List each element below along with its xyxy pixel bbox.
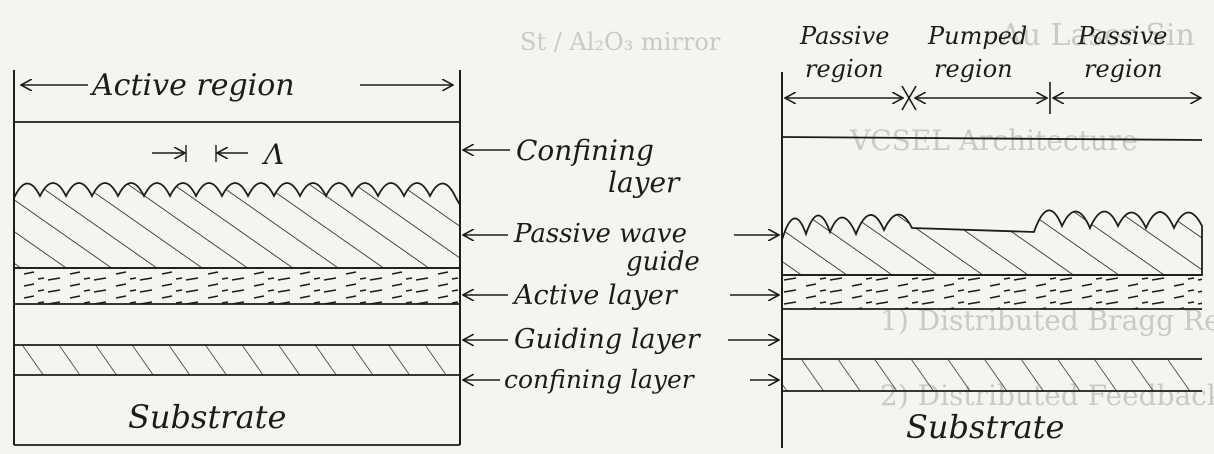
passive-region-left-line2: region <box>805 55 884 83</box>
confining-layer-bottom-label: confining layer <box>504 365 696 394</box>
right-active-layer-band <box>782 275 1202 309</box>
sectioned-grating <box>781 209 1203 276</box>
right-substrate-label: Substrate <box>906 408 1064 446</box>
period-marker: Λ <box>152 138 284 171</box>
confining-layer-band <box>14 345 460 375</box>
pumped-region-line1: Pumped <box>927 22 1027 50</box>
active-layer-label: Active layer <box>511 280 679 311</box>
passive-waveguide-line1: Passive wave <box>513 219 687 249</box>
left-substrate-label: Substrate <box>128 398 286 436</box>
left-structure <box>13 70 461 446</box>
passive-region-right-line1: Passive <box>1077 22 1167 50</box>
svg-text:VCSEL Architecture: VCSEL Architecture <box>849 124 1138 157</box>
confining-layer-top-line2: layer <box>608 166 681 199</box>
right-region-dimensions: Passive region Pumped region Passive reg… <box>786 22 1200 114</box>
svg-text:Au Laser Sin: Au Laser Sin <box>999 18 1195 53</box>
corrugated-grating <box>13 182 461 269</box>
layer-label-arrows <box>464 150 778 380</box>
passive-waveguide-line2: guide <box>626 247 700 277</box>
right-top-cladding-line <box>781 136 1203 141</box>
right-structure <box>781 72 1203 448</box>
passive-region-right-line2: region <box>1084 55 1163 83</box>
pumped-region-line2: region <box>934 55 1013 83</box>
active-region-dimension: Active region <box>22 68 452 103</box>
period-symbol: Λ <box>261 138 284 171</box>
right-confining-layer-band <box>782 359 1202 391</box>
active-layer-band <box>14 268 460 304</box>
active-region-label: Active region <box>89 68 295 103</box>
guiding-layer-label: Guiding layer <box>514 324 702 355</box>
confining-layer-top-line1: Confining <box>516 134 654 167</box>
svg-text:St / Al₂O₃ mirror: St / Al₂O₃ mirror <box>520 28 721 56</box>
passive-region-left-line1: Passive <box>799 22 889 50</box>
